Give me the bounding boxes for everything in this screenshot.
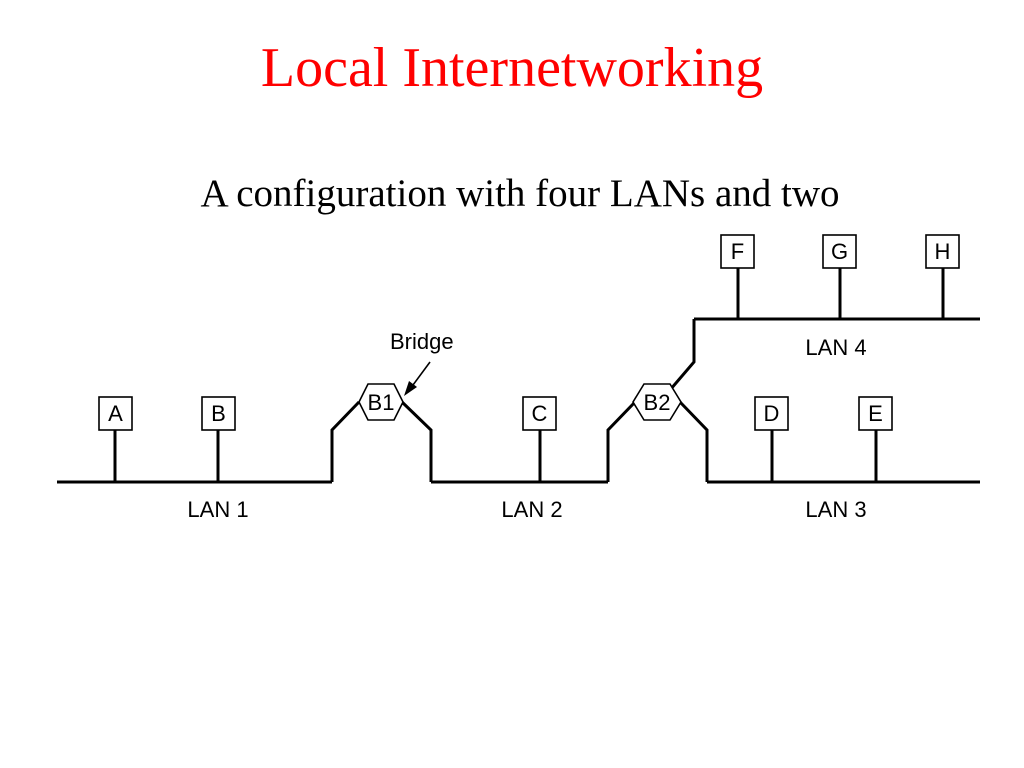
bridge-callout-arrow [412, 361, 431, 386]
bridge-callout-label: Bridge [390, 329, 454, 354]
host-g: G [822, 234, 857, 269]
svg-text:G: G [831, 239, 848, 264]
host-h: H [925, 234, 960, 269]
lan2-label: LAN 2 [501, 497, 562, 522]
host-c: C [522, 396, 557, 431]
b2-lan4-connector [668, 319, 696, 391]
svg-text:A: A [108, 401, 123, 426]
host-a: A [98, 396, 133, 431]
b1-lan2-connector [400, 400, 433, 482]
b1-lan1-connector [330, 400, 361, 482]
bridge-b1: B1 [358, 383, 404, 421]
host-f: F [720, 234, 755, 269]
svg-text:B: B [211, 401, 226, 426]
host-d: D [754, 396, 789, 431]
svg-text:H: H [935, 239, 951, 264]
lan1-label: LAN 1 [187, 497, 248, 522]
bridge-b2: B2 [632, 383, 682, 421]
svg-text:C: C [532, 401, 548, 426]
svg-text:E: E [868, 401, 883, 426]
slide-title: Local Internetworking [260, 37, 764, 99]
svg-text:B1: B1 [368, 390, 395, 415]
bridge-callout-arrowhead [404, 381, 417, 396]
host-e: E [858, 396, 893, 431]
slide-subtitle: A configuration with four LANs and two [200, 172, 840, 215]
svg-text:D: D [764, 401, 780, 426]
lan4-label: LAN 4 [805, 335, 866, 360]
svg-text:F: F [731, 239, 744, 264]
svg-text:B2: B2 [644, 390, 671, 415]
lan3-label: LAN 3 [805, 497, 866, 522]
b2-lan2-connector [606, 400, 637, 482]
host-b: B [201, 396, 236, 431]
b2-lan3-connector [678, 400, 709, 482]
